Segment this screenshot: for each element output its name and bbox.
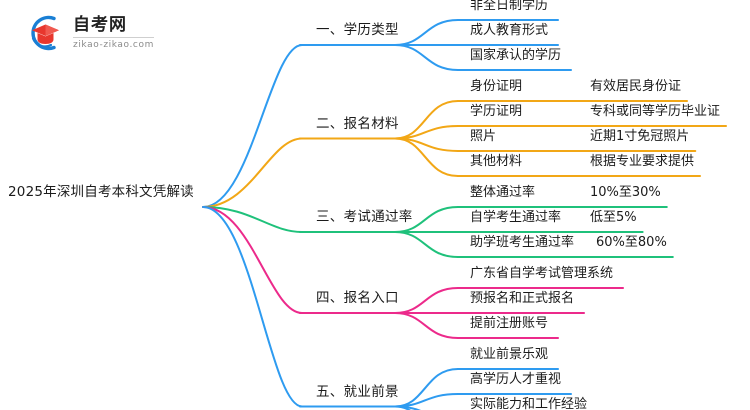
branch-label-1[interactable]: 一、学历类型 (316, 22, 399, 38)
branch-label-5[interactable]: 五、就业前景 (316, 383, 399, 400)
leaf-label[interactable]: 提前注册账号 (470, 316, 549, 331)
branch-label-4[interactable]: 四、报名入口 (316, 290, 399, 306)
leaf-value[interactable]: 10%至30% (590, 185, 661, 200)
leaf-label[interactable]: 高学历人才重视 (470, 372, 562, 387)
leaf-label[interactable]: 身份证明 (470, 79, 523, 94)
logo-title: 自考网 (73, 16, 154, 38)
leaf-value[interactable]: 低至5% (590, 210, 637, 225)
logo-domain: zikao-zikao.com (73, 39, 154, 50)
leaf-label[interactable]: 就业前景乐观 (470, 347, 549, 362)
leaf-label[interactable]: 成人教育形式 (470, 23, 549, 38)
leaf-label[interactable]: 国家承认的学历 (470, 48, 562, 63)
leaf-label[interactable]: 实际能力和工作经验 (470, 397, 588, 410)
site-logo: 自考网 zikao-zikao.com (24, 12, 154, 54)
leaf-label[interactable]: 广东省自学考试管理系统 (470, 266, 614, 281)
root-node-label[interactable]: 2025年深圳自考本科文凭解读 (8, 184, 194, 200)
leaf-label[interactable]: 其他材料 (470, 154, 523, 169)
branch-label-2[interactable]: 二、报名材料 (316, 115, 399, 132)
leaf-label[interactable]: 照片 (470, 129, 497, 144)
leaf-value[interactable]: 专科或同等学历毕业证 (590, 104, 721, 119)
leaf-label[interactable]: 非全日制学历 (470, 0, 549, 13)
leaf-label[interactable]: 助学班考生通过率 (470, 235, 575, 250)
logo-text-block: 自考网 zikao-zikao.com (73, 16, 154, 50)
leaf-label[interactable]: 预报名和正式报名 (470, 291, 575, 306)
graduation-cap-logo-icon (24, 12, 66, 54)
leaf-value[interactable]: 根据专业要求提供 (590, 154, 695, 169)
leaf-value[interactable]: 有效居民身份证 (590, 79, 682, 94)
leaf-label[interactable]: 自学考生通过率 (470, 210, 562, 225)
leaf-value[interactable]: 近期1寸免冠照片 (590, 129, 690, 144)
leaf-value[interactable]: 60%至80% (596, 235, 667, 250)
leaf-label[interactable]: 整体通过率 (470, 185, 536, 200)
leaf-label[interactable]: 学历证明 (470, 104, 523, 119)
branch-label-3[interactable]: 三、考试通过率 (316, 209, 413, 225)
